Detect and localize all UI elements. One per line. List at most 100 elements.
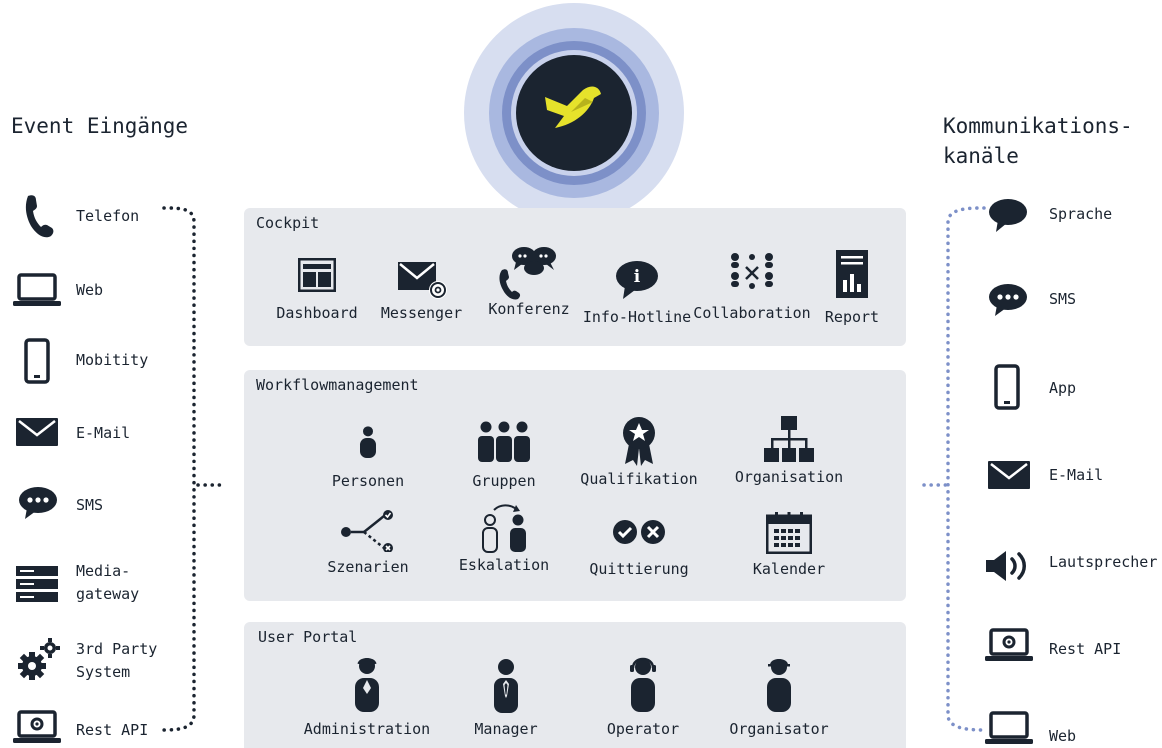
workflow-kalender[interactable]: Kalender <box>724 512 854 578</box>
right-item-email: E-Mail <box>1049 466 1104 484</box>
right-item-web: Web <box>1049 727 1077 745</box>
server-icon <box>16 566 58 602</box>
cockpit-title: Cockpit <box>256 214 320 232</box>
laptop-icon <box>984 711 1034 745</box>
workflow-qualifikation-label: Qualifikation <box>580 470 698 488</box>
dashboard-icon <box>298 258 336 292</box>
calendar-icon <box>766 512 812 554</box>
right-column-title-line2: kanäle <box>943 144 1019 168</box>
left-item-3rdparty-line1: 3rd Party <box>76 640 158 658</box>
info-icon: i <box>616 261 658 299</box>
workflow-gruppen-label: Gruppen <box>472 472 536 490</box>
left-item-telefon: Telefon <box>76 207 140 225</box>
bird-logo-icon <box>545 86 601 128</box>
rest-api-icon <box>12 710 62 744</box>
portal-title: User Portal <box>258 628 358 646</box>
email-icon <box>16 418 58 446</box>
person-icon <box>358 420 378 464</box>
sms-icon <box>18 486 58 520</box>
cockpit-messenger-label: Messenger <box>380 304 463 322</box>
cockpit-report-label: Report <box>824 308 880 326</box>
speech-bubble-icon <box>989 199 1027 232</box>
workflow-panel: Workflowmanagement Personen Gruppen Qual… <box>244 370 906 601</box>
portal-panel: User Portal Administration Manager Opera… <box>244 622 906 748</box>
portal-operator[interactable]: Operator <box>578 656 708 738</box>
right-item-lautsprecher: Lautsprecher <box>1049 553 1158 571</box>
cockpit-panel: Cockpit Dashboard Messenger Konferenz <box>244 208 906 346</box>
right-item-sms: SMS <box>1049 290 1077 308</box>
workflow-eskalation[interactable]: Eskalation <box>444 504 564 574</box>
left-item-mediagateway-line2: gateway <box>76 585 140 603</box>
cockpit-konferenz-label: Konferenz <box>488 300 570 318</box>
right-item-app: App <box>1049 379 1077 397</box>
right-column-title-line1: Kommunikations- <box>943 114 1133 138</box>
gears-icon <box>18 638 60 680</box>
admin-icon <box>355 658 379 712</box>
left-item-3rdparty: 3rd Party System <box>76 638 157 684</box>
workflow-gruppen[interactable]: Gruppen <box>444 420 564 490</box>
workflow-title: Workflowmanagement <box>256 376 419 394</box>
workflow-kalender-label: Kalender <box>752 560 826 578</box>
laptop-icon <box>12 273 62 307</box>
sms-icon <box>988 283 1028 317</box>
org-chart-icon <box>764 416 814 462</box>
left-column-title: Event Eingänge <box>11 114 189 138</box>
portal-administration-label: Administration <box>303 720 431 738</box>
mobile-icon <box>24 338 50 384</box>
cockpit-report[interactable]: Report <box>814 250 890 326</box>
left-item-mobitity: Mobitity <box>76 351 149 369</box>
svg-text:i: i <box>634 267 641 287</box>
portal-organisator[interactable]: Organisator <box>714 656 844 738</box>
logo-rings <box>463 2 685 224</box>
operator-icon <box>630 657 656 712</box>
workflow-personen-label: Personen <box>331 472 405 490</box>
left-connector-dots <box>162 206 224 732</box>
left-item-sms: SMS <box>76 496 104 514</box>
organizer-icon <box>767 659 791 712</box>
workflow-personen[interactable]: Personen <box>308 420 428 490</box>
workflow-szenarien[interactable]: Szenarien <box>308 510 428 576</box>
report-icon <box>836 250 868 298</box>
acknowledge-icon <box>613 520 665 544</box>
award-icon <box>623 417 655 466</box>
rest-api-icon <box>984 628 1034 662</box>
left-item-restapi: Rest API <box>76 721 149 739</box>
left-item-mediagateway: Media- gateway <box>76 560 139 606</box>
cockpit-messenger[interactable]: Messenger <box>369 258 474 322</box>
workflow-quittierung-label: Quittierung <box>589 560 689 578</box>
left-item-email: E-Mail <box>76 424 131 442</box>
group-icon <box>478 421 530 462</box>
workflow-eskalation-label: Eskalation <box>458 556 550 574</box>
left-item-web: Web <box>76 281 104 299</box>
workflow-organisation-label: Organisation <box>734 468 844 486</box>
cockpit-dashboard-label: Dashboard <box>276 304 358 322</box>
cockpit-infohotline-label: Info-Hotline <box>582 308 692 326</box>
cockpit-collaboration[interactable]: Collaboration <box>692 252 812 322</box>
cockpit-dashboard[interactable]: Dashboard <box>262 258 372 322</box>
workflow-quittierung[interactable]: Quittierung <box>574 518 704 578</box>
workflow-qualifikation[interactable]: Qualifikation <box>574 416 704 488</box>
cockpit-collaboration-label: Collaboration <box>693 304 811 322</box>
portal-operator-label: Operator <box>606 720 680 738</box>
escalation-icon <box>482 504 526 553</box>
workflow-organisation[interactable]: Organisation <box>724 416 854 486</box>
manager-icon <box>494 659 518 713</box>
portal-administration[interactable]: Administration <box>302 656 432 738</box>
collaboration-icon <box>731 253 773 289</box>
right-column-title: Kommunikations- kanäle <box>943 111 1133 171</box>
right-item-sprache: Sprache <box>1049 205 1113 223</box>
portal-manager[interactable]: Manager <box>444 658 568 738</box>
left-item-3rdparty-line2: System <box>76 663 131 681</box>
scenario-icon <box>341 510 393 552</box>
conference-icon <box>499 247 556 300</box>
speaker-icon <box>986 551 1026 581</box>
messenger-icon <box>397 262 447 299</box>
right-item-restapi: Rest API <box>1049 640 1122 658</box>
cockpit-konferenz[interactable]: Konferenz <box>474 244 584 318</box>
phone-icon <box>25 195 54 238</box>
workflow-szenarien-label: Szenarien <box>327 558 409 576</box>
portal-organisator-label: Organisator <box>729 720 829 738</box>
cockpit-infohotline[interactable]: i Info-Hotline <box>577 260 697 326</box>
left-item-mediagateway-line1: Media- <box>76 562 131 580</box>
email-icon <box>988 461 1030 489</box>
